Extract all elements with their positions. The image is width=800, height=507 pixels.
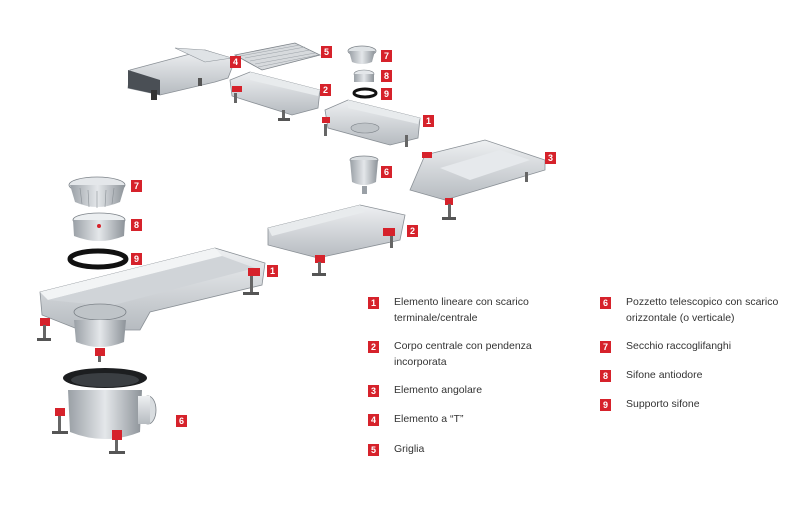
legend-number: 6 [600,297,611,309]
callout-8-top: 8 [381,70,392,82]
callout-8-bottom: 8 [131,219,142,231]
callout-3: 3 [545,152,556,164]
legend-number: 4 [368,414,379,426]
siphon-parts-top [347,45,378,99]
legend-text: Elemento lineare con scarico terminale/c… [394,296,529,324]
legend-text: Sifone antiodore [626,369,703,381]
legend-number: 8 [600,370,611,382]
legend-number: 9 [600,399,611,411]
central-body-top [229,71,321,121]
callout-9-bottom: 9 [131,253,142,265]
linear-element-top [322,99,421,147]
callout-2-top: 2 [320,84,331,96]
callout-6-top: 6 [381,166,392,178]
legend-text: Corpo centrale con pendenza incorporata [394,340,532,368]
telescopic-trap-top [349,155,379,194]
legend-text: Elemento angolare [394,384,483,396]
callout-5: 5 [321,46,332,58]
legend-number: 5 [368,444,379,456]
callout-7-top: 7 [381,50,392,62]
legend-text: Pozzetto telescopico con scarico orizzon… [626,296,779,324]
legend-text: Supporto sifone [626,398,700,410]
legend-text: Secchio raccoglifanghi [626,340,732,352]
legend-number: 1 [368,297,379,309]
callout-4: 4 [230,56,241,68]
legend-number: 3 [368,385,379,397]
corner-element [409,139,546,220]
legend-number: 2 [368,341,379,353]
odor-trap [72,212,126,241]
trap-support [67,248,129,270]
callout-9-top: 9 [381,88,392,100]
t-element [127,47,236,100]
callout-1-bottom: 1 [267,265,278,277]
linear-element-bottom [37,247,266,362]
callout-2-middle: 2 [407,225,418,237]
central-body-middle [267,204,406,276]
legend-text: Elemento a “T” [394,413,464,425]
callout-6-bottom: 6 [176,415,187,427]
legend-text: Griglia [394,443,425,455]
sludge-bucket [68,176,126,208]
telescopic-trap-bottom [52,368,157,454]
callout-1-top: 1 [423,115,434,127]
grille [233,42,322,71]
legend-number: 7 [600,341,611,353]
callout-7-bottom: 7 [131,180,142,192]
